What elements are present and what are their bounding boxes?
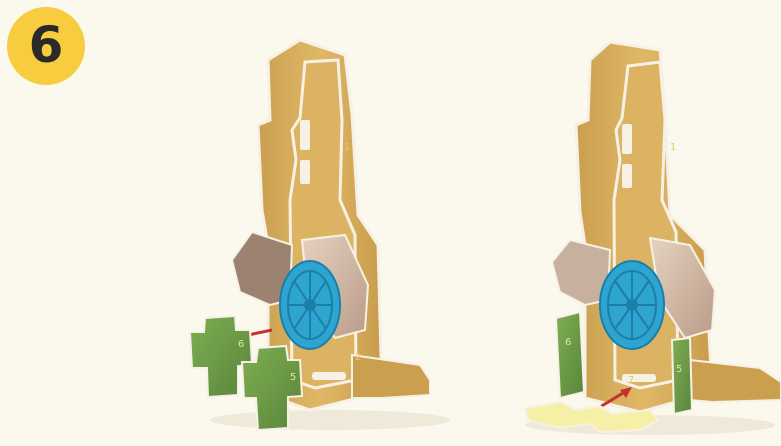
label-green-right-after: 5 [676, 364, 682, 375]
label-side-panel: 2 [355, 352, 361, 363]
water-wheel-before [280, 261, 340, 349]
illustration-after: 1 6 5 [525, 42, 781, 435]
illustration-before: 1 2 6 [190, 40, 450, 430]
green-piece-left-after [556, 312, 584, 398]
label-green-left-after: 6 [565, 337, 571, 348]
water-wheel-after [600, 261, 664, 349]
green-piece-right-after [672, 338, 692, 414]
label-green-b: 5 [290, 372, 296, 383]
label-tower: 1 [344, 142, 350, 153]
label-base: 7 [628, 375, 634, 386]
label-green-a: 6 [238, 339, 244, 350]
label-tower-after: 1 [670, 142, 676, 153]
